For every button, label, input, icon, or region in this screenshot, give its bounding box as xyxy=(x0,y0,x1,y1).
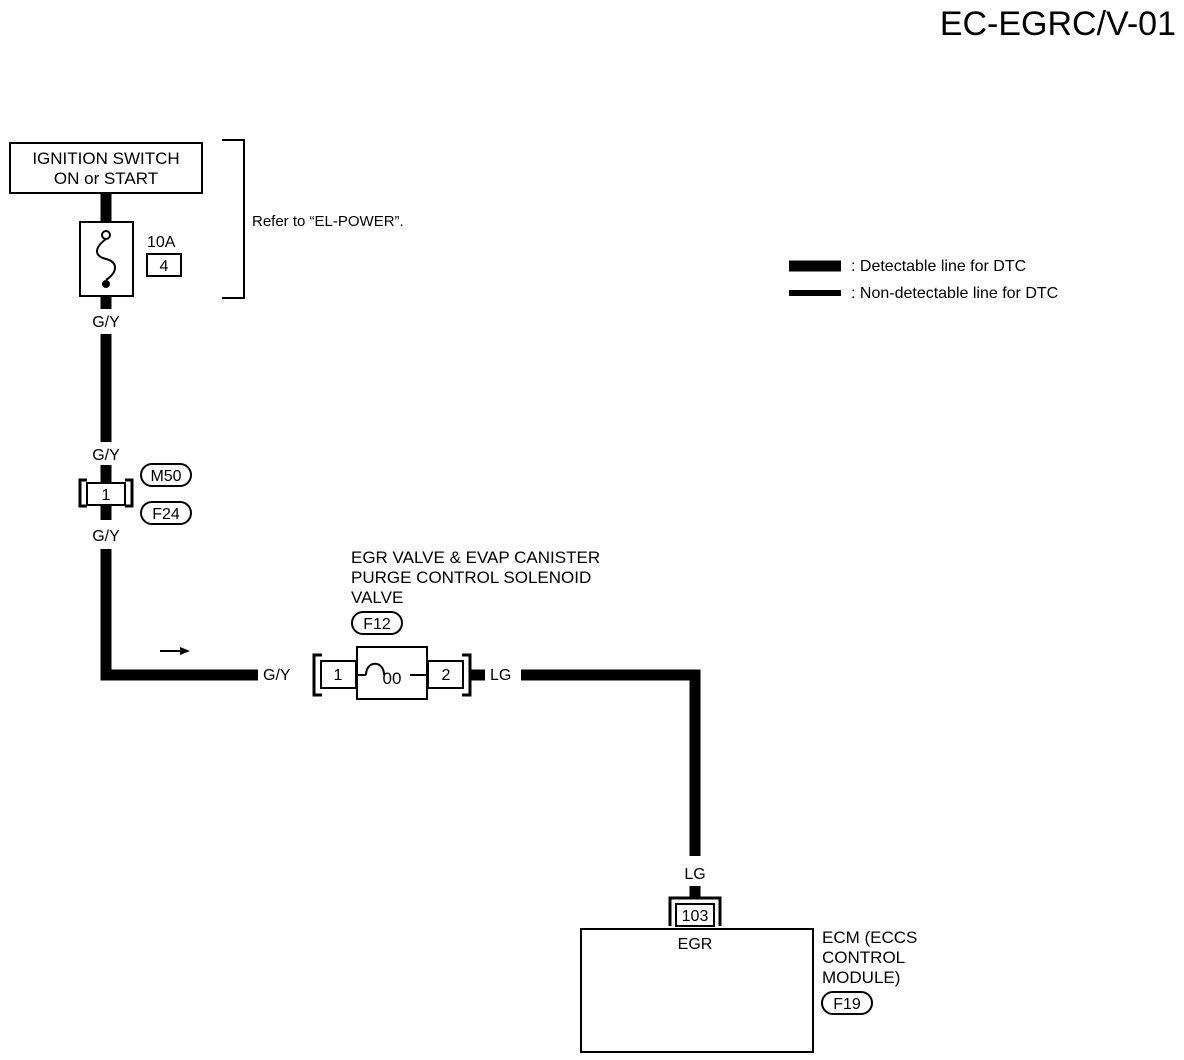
fuse xyxy=(79,221,134,297)
ignition-switch: IGNITION SWITCH ON or START xyxy=(9,142,203,194)
ignition-label-line2: ON or START xyxy=(54,169,158,188)
valve-terminal-2: 2 xyxy=(442,667,451,684)
refer-bracket xyxy=(222,139,245,299)
valve-coil-symbol: 00 xyxy=(383,669,402,688)
wire-label-gy-fuse: G/Y xyxy=(92,314,120,331)
legend-non-detectable-label: : Non-detectable line for DTC xyxy=(851,285,1058,302)
ecm-terminal-connector: 103 xyxy=(668,896,722,927)
connector-f12-badge xyxy=(351,611,403,635)
ecm-terminal: 103 xyxy=(682,908,709,925)
connector-m50: M50 xyxy=(150,468,181,485)
connector-f24-badge xyxy=(140,501,192,525)
solenoid-valve: 1 00 2 xyxy=(312,646,472,700)
ecm-box xyxy=(580,928,814,1053)
connector-f24: F24 xyxy=(152,506,180,523)
ecm-name-line1: ECM (ECCS xyxy=(822,928,917,947)
valve-name-line2: PURGE CONTROL SOLENOID xyxy=(351,568,591,587)
ecm-name-line2: CONTROL xyxy=(822,948,905,967)
legend-detectable-label: : Detectable line for DTC xyxy=(851,258,1026,275)
wire-label-gy-valve: G/Y xyxy=(263,667,291,684)
valve-name-line3: VALVE xyxy=(351,588,403,607)
fuse-number-box xyxy=(146,253,182,277)
ignition-label-line1: IGNITION SWITCH xyxy=(32,149,179,168)
ecm-terminal-label: EGR xyxy=(678,936,713,953)
page-title: EC-EGRC/V-01 xyxy=(940,5,1176,43)
ecm-name-line3: MODULE) xyxy=(822,968,900,987)
wire-connector-to-valve xyxy=(100,549,258,681)
wire-valve-to-ecm xyxy=(521,669,701,856)
wire-label-lg-ecm: LG xyxy=(684,866,705,883)
joint-connector: 1 xyxy=(78,478,134,508)
wire-label-gy-connector-out: G/Y xyxy=(92,528,120,545)
wire-label-gy-connector-in: G/Y xyxy=(92,447,120,464)
connector-f19: F19 xyxy=(833,996,861,1013)
legend: : Detectable line for DTC : Non-detectab… xyxy=(789,258,1058,302)
joint-terminal: 1 xyxy=(102,487,111,504)
connector-m50-badge xyxy=(140,463,192,487)
refer-note: Refer to “EL-POWER”. xyxy=(252,213,404,230)
valve-terminal-1: 1 xyxy=(334,667,343,684)
connector-f12: F12 xyxy=(363,616,391,633)
current-flow-arrow-icon xyxy=(160,647,190,655)
wire-label-lg-valve: LG xyxy=(490,667,511,684)
fuse-number: 4 xyxy=(160,258,169,275)
connector-f19-badge xyxy=(821,991,873,1015)
valve-name-line1: EGR VALVE & EVAP CANISTER xyxy=(351,548,600,567)
fuse-rating: 10A xyxy=(147,234,176,251)
